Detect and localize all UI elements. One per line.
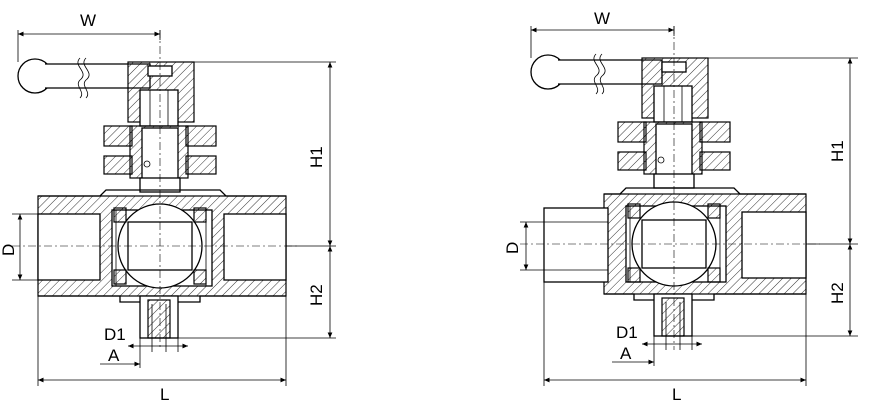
label-d-right: D [503, 242, 522, 254]
stem-head-right [641, 57, 709, 123]
label-a-left: A [108, 346, 120, 365]
dimension-l-right: L [543, 282, 807, 404]
dimension-w-right: W [530, 9, 675, 58]
dimension-d-left: D [0, 213, 38, 281]
dimension-h-left: H1 H2 [178, 61, 336, 339]
label-d-left: D [0, 244, 18, 256]
label-l-left: L [160, 385, 169, 404]
bottom-outlet-right [653, 293, 693, 337]
label-h2-right: H2 [828, 282, 847, 304]
bottom-outlet-left [139, 295, 179, 339]
valve-drawing-left: W H1 H2 D D1 A [0, 11, 336, 404]
label-w-left: W [80, 11, 96, 30]
label-w-right: W [594, 9, 610, 28]
packing-nut-right [617, 121, 731, 189]
label-d1-left: D1 [104, 325, 126, 344]
label-h2-left: H2 [307, 284, 326, 306]
label-a-right: A [620, 344, 632, 363]
label-h1-left: H1 [307, 146, 326, 168]
dimension-h-right: H1 H2 [692, 57, 858, 337]
dimension-d-right: D [503, 221, 544, 271]
valve-body-right [543, 187, 807, 301]
handle-lever-right [530, 53, 663, 95]
dimension-d1-a-left: D1 A [100, 325, 188, 368]
stem-head-left [127, 61, 195, 127]
label-d1-right: D1 [616, 323, 638, 342]
dimension-l-left: L [37, 296, 287, 404]
label-h1-right: H1 [828, 140, 847, 162]
valve-drawing-right: W H1 H2 D D1 A [503, 9, 858, 404]
dimension-d1-a-right: D1 A [612, 323, 702, 366]
label-l-right: L [672, 385, 681, 404]
dimension-w-left: W [17, 11, 161, 62]
